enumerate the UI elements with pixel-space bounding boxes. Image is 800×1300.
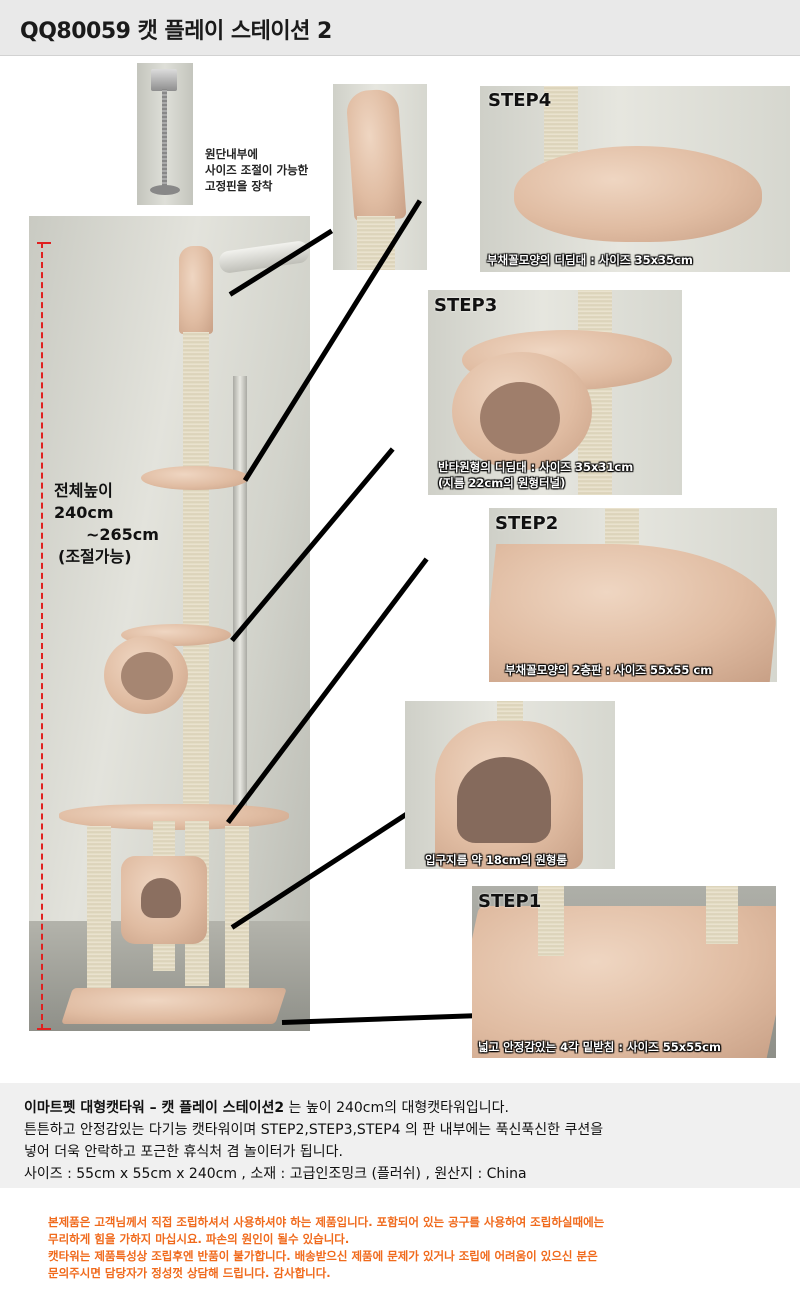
description-line: 이마트펫 대형캣타워 – 캣 플레이 스테이션2 는 높이 240cm의 대형캣… (24, 1097, 509, 1117)
pin-caption-line: 원단내부에 (205, 147, 258, 161)
step2-caption: 부채꼴모양의 2층판 : 사이즈 55x55 cm (505, 663, 713, 677)
page-title: QQ80059 캣 플레이 스테이션 2 (20, 19, 332, 44)
height-label-line: (조절가능) (58, 547, 132, 566)
connector-line (281, 1013, 474, 1025)
product-description: 이마트펫 대형캣타워 – 캣 플레이 스테이션2 는 높이 240cm의 대형캣… (0, 1083, 800, 1188)
step1-photo (472, 886, 776, 1058)
height-marker-line (37, 242, 51, 1030)
assembly-notice: 본제품은 고객님께서 직접 조립하셔서 사용하셔야 하는 제품입니다. 포함되어… (0, 1198, 800, 1300)
cat-room-caption: 입구지름 약 18cm의 원형룸 (425, 853, 568, 867)
description-line: 튼튼하고 안정감있는 다기능 캣타워이며 STEP2,STEP3,STEP4 의… (24, 1122, 604, 1138)
pin-photo (137, 63, 193, 205)
height-label-line: 240cm (54, 503, 114, 522)
step3-caption: 반타원형의 디딤대 : 사이즈 35x31cm (438, 460, 634, 474)
step3-subcaption: (지름 22cm의 원형터널) (438, 476, 566, 490)
description-line: 넣어 더욱 안락하고 포근한 휴식처 겸 놀이터가 됩니다. (24, 1144, 343, 1160)
notice-line: 문의주시면 담당자가 정성껏 상담해 드립니다. 감사합니다. (48, 1266, 331, 1280)
total-height-label: 전체높이 240cm ~265cm (조절가능) (54, 480, 159, 568)
product-name: 이마트펫 대형캣타워 – 캣 플레이 스테이션2 (24, 1100, 285, 1116)
height-label-line: ~265cm (86, 525, 159, 544)
pin-caption-line: 사이즈 조절이 가능한 (205, 163, 309, 177)
step1-caption: 넓고 안정감있는 4각 밑받침 : 사이즈 55x55cm (478, 1040, 721, 1054)
title-bar: QQ80059 캣 플레이 스테이션 2 (0, 0, 800, 56)
step4-photo (480, 86, 790, 272)
step4-label: STEP4 (488, 90, 552, 111)
cat-room-photo (405, 701, 615, 869)
step2-label: STEP2 (495, 513, 559, 534)
pin-caption-line: 고정핀을 장착 (205, 179, 273, 193)
pin-caption: 원단내부에 사이즈 조절이 가능한 고정핀을 장착 (205, 146, 308, 194)
description-text: 는 높이 240cm의 대형캣타워입니다. (284, 1100, 509, 1116)
notice-line: 본제품은 고객님께서 직접 조립하셔서 사용하셔야 하는 제품입니다. 포함되어… (48, 1215, 605, 1229)
step1-label: STEP1 (478, 891, 542, 912)
step3-label: STEP3 (434, 295, 498, 316)
notice-line: 캣타워는 제품특성상 조립후엔 반품이 불가합니다. 배송받으신 제품에 문제가… (48, 1249, 598, 1263)
step3-photo (428, 290, 682, 495)
step2-photo (489, 508, 777, 682)
notice-line: 무리하게 힘을 가하지 마십시요. 파손의 원인이 될수 있습니다. (48, 1232, 350, 1246)
step4-caption: 부채꼴모양의 디딤대 : 사이즈 35x35cm (487, 253, 693, 267)
height-label-line: 전체높이 (54, 481, 113, 500)
post-top-photo (333, 84, 427, 270)
description-line: 사이즈 : 55cm x 55cm x 240cm , 소재 : 고급인조밍크 … (24, 1166, 527, 1182)
main-tower-photo (29, 216, 310, 1031)
